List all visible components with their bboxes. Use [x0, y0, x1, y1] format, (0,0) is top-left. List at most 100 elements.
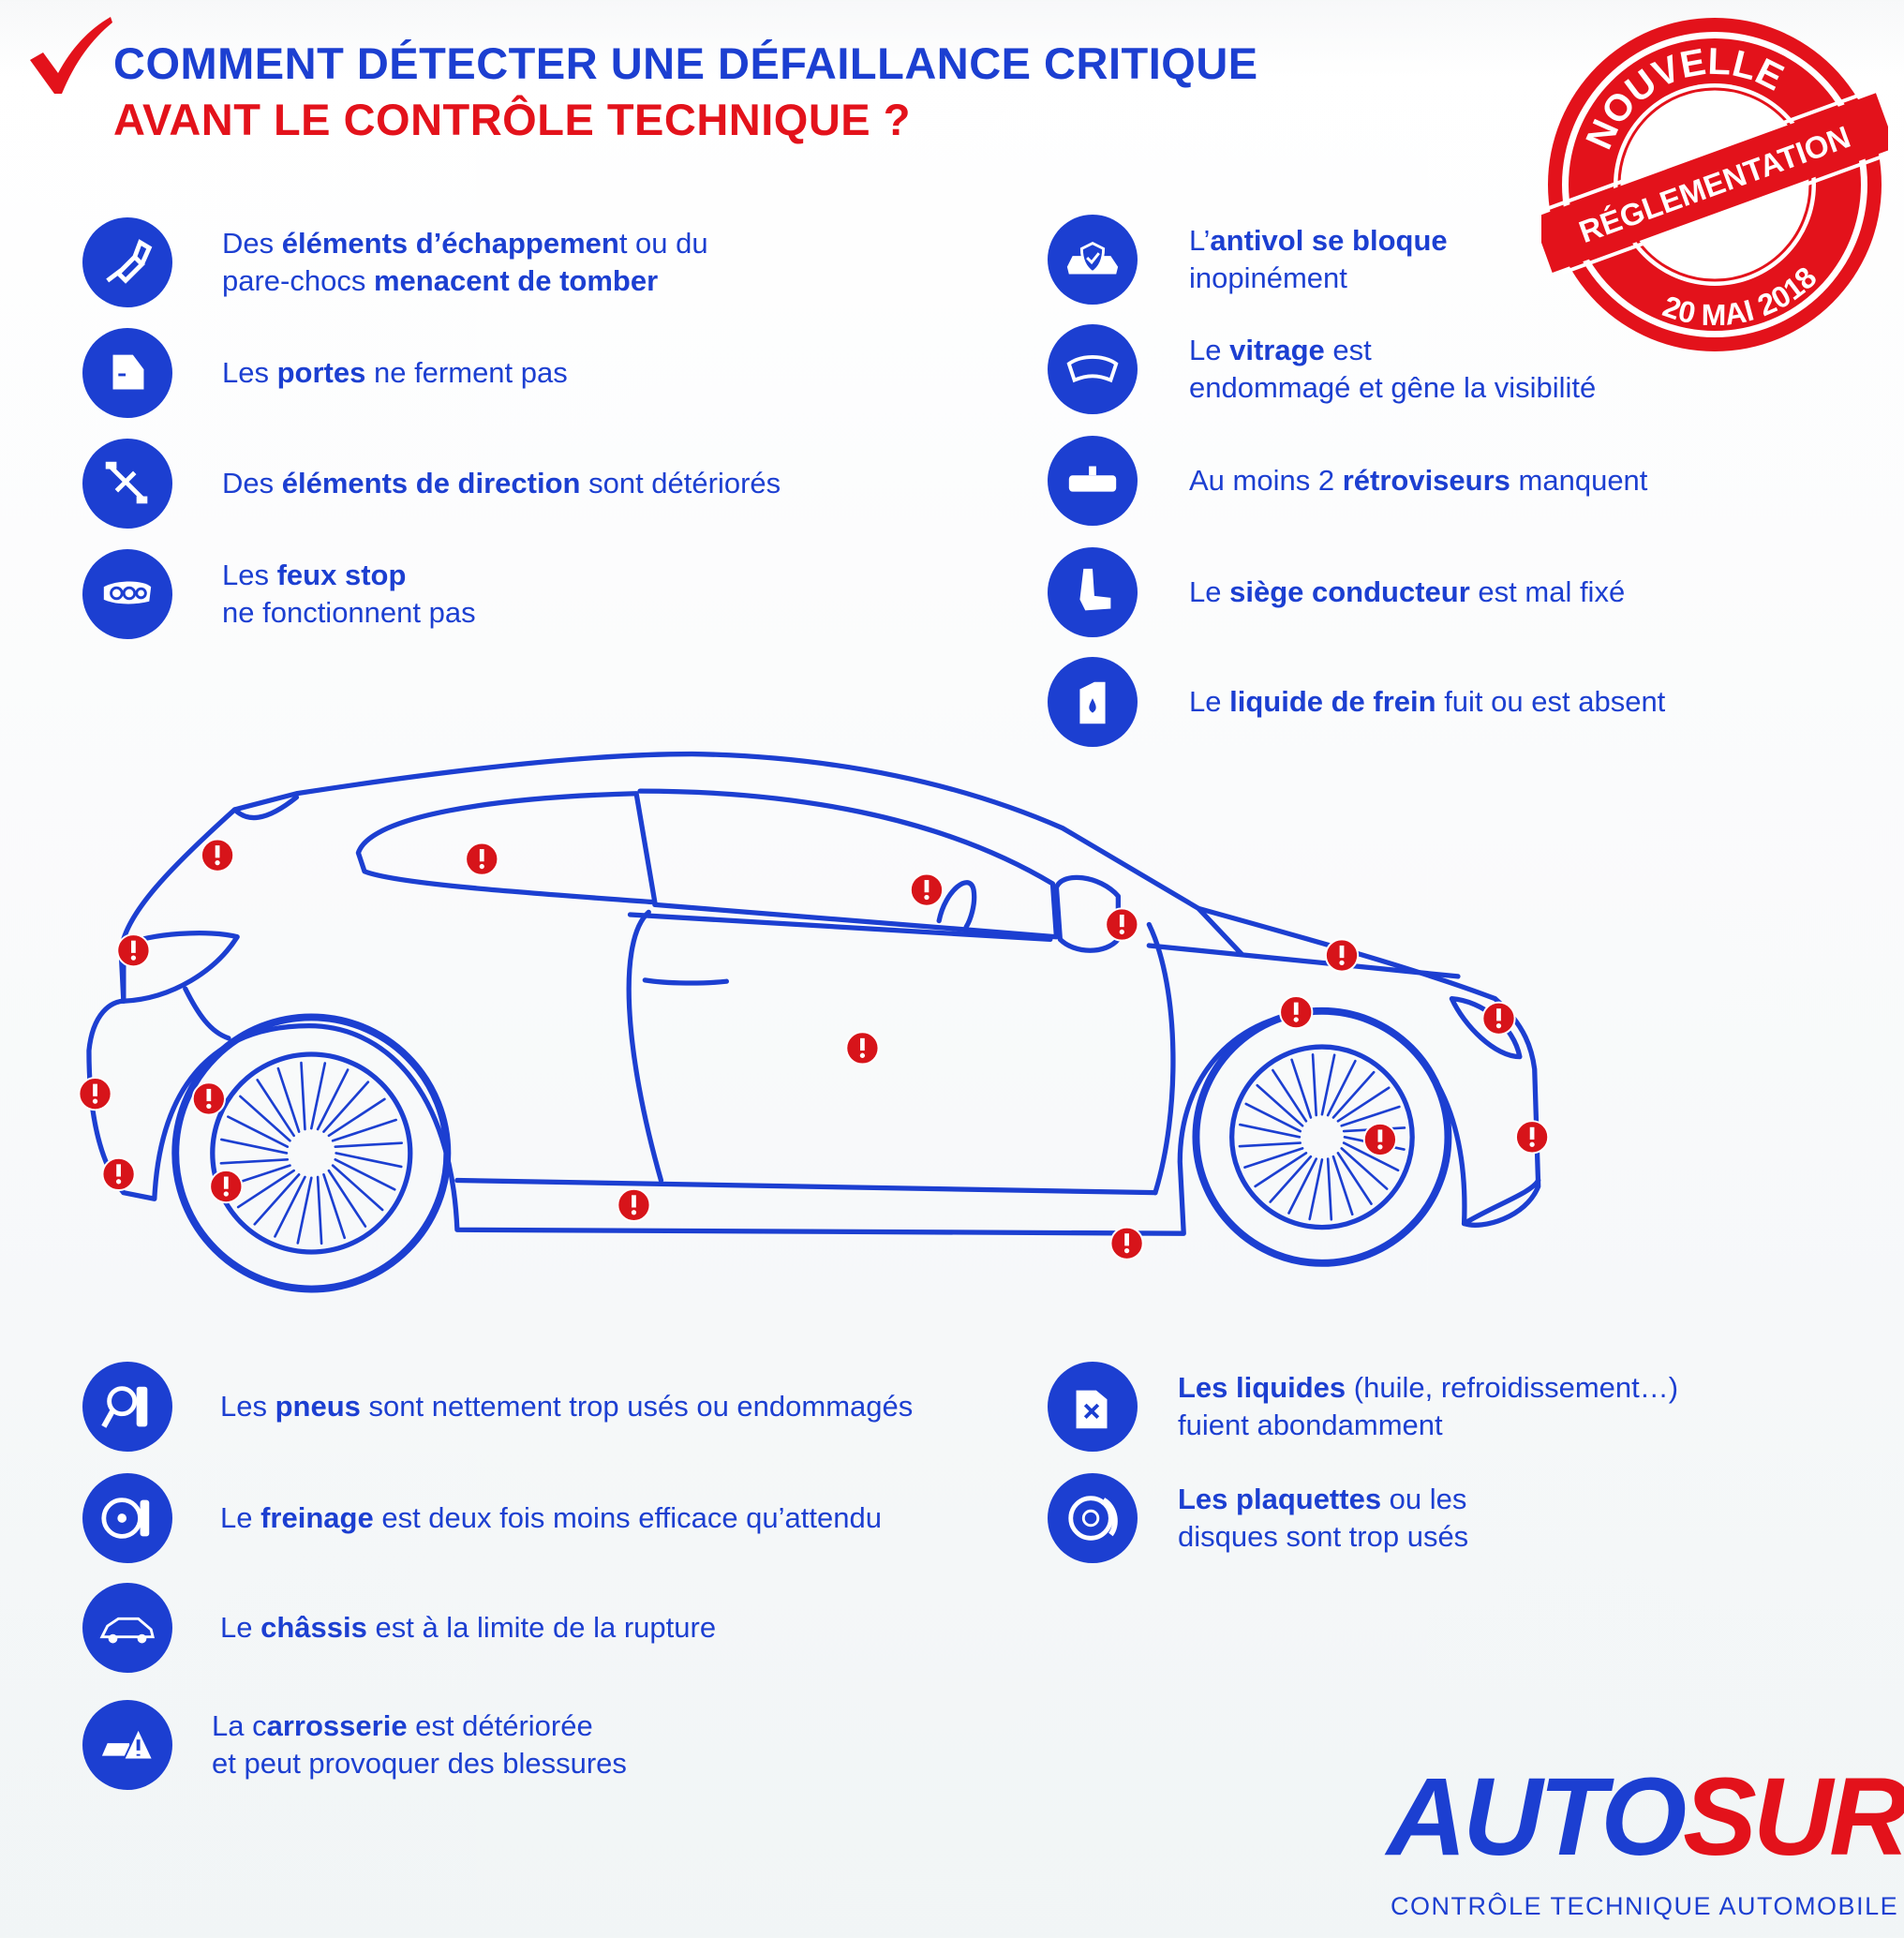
- checklist-item: Les portes ne ferment pas: [222, 354, 568, 392]
- warning-marker-icon: [1362, 1122, 1398, 1157]
- item-text-bold: rétroviseurs: [1342, 464, 1510, 497]
- item-text: Des: [222, 227, 282, 260]
- windshield-icon: [1048, 324, 1138, 414]
- item-text: inopinément: [1189, 261, 1347, 294]
- item-text-bold: Les plaquettes: [1178, 1483, 1382, 1515]
- warning-marker-icon: [465, 842, 499, 876]
- wheel-spoke: [331, 1164, 384, 1212]
- item-text: Le: [1189, 575, 1230, 608]
- warning-marker-icon: [116, 933, 151, 968]
- item-line: Des éléments d’échappement ou du: [222, 225, 708, 262]
- item-text: et peut provoquer des blessures: [212, 1747, 627, 1780]
- logo-auto: AUTO: [1387, 1755, 1687, 1879]
- wheel-spoke: [327, 1169, 367, 1228]
- title-line-1: COMMENT DÉTECTER UNE DÉFAILLANCE CRITIQU…: [113, 38, 1258, 88]
- item-text: Les: [220, 1390, 275, 1423]
- warning-marker-icon: [909, 872, 945, 907]
- item-line: endommagé et gêne la visibilité: [1189, 369, 1596, 407]
- item-text: Le: [1189, 334, 1230, 366]
- checklist-item: Des éléments de direction sont détérioré…: [222, 465, 781, 502]
- item-text: Les: [222, 559, 277, 591]
- item-line: Les portes ne ferment pas: [222, 354, 568, 392]
- wheel-spoke: [334, 1157, 396, 1191]
- wheel-spoke: [1290, 1058, 1313, 1119]
- wheel-spoke: [256, 1079, 295, 1138]
- item-text-bold: pneus: [275, 1390, 361, 1423]
- item-text: ou les: [1381, 1483, 1467, 1515]
- item-line: inopinément: [1189, 260, 1448, 297]
- warning-marker-icon: [209, 1169, 244, 1204]
- item-text: Le: [220, 1501, 261, 1534]
- warning-marker-icon: [191, 1081, 226, 1116]
- door-icon: [82, 328, 172, 418]
- wheel-spoke: [1254, 1152, 1308, 1188]
- item-text: est mal fixé: [1469, 575, 1626, 608]
- item-line: fuient abondamment: [1178, 1407, 1678, 1444]
- fluid-canister-icon: [1048, 1362, 1138, 1452]
- wheel-spoke: [331, 1118, 397, 1142]
- wheel-spoke: [227, 1115, 290, 1148]
- wheel-spoke: [1331, 1155, 1354, 1216]
- item-text-bold: freinage: [260, 1501, 374, 1534]
- item-text: ne ferment pas: [365, 356, 568, 389]
- wheel-spoke: [1256, 1083, 1304, 1127]
- brake-fluid-icon: [1048, 657, 1138, 747]
- checklist-item: Le siège conducteur est mal fixé: [1189, 574, 1625, 611]
- item-line: La carrosserie est détériorée: [212, 1707, 627, 1745]
- wheel-spoke: [225, 1164, 291, 1188]
- item-text-bold: antivol se bloque: [1210, 224, 1448, 257]
- warning-marker-icon: [1109, 1226, 1144, 1260]
- wheel-spoke: [1342, 1126, 1406, 1133]
- title-line-2: AVANT LE CONTRÔLE TECHNIQUE ?: [113, 95, 911, 144]
- item-text-bold: feux stop: [276, 559, 407, 591]
- warning-marker-icon: [1105, 907, 1139, 942]
- wheel-spoke: [1336, 1152, 1373, 1205]
- wheel-spoke: [309, 1062, 327, 1130]
- item-text-bold: siège conducteur: [1229, 575, 1470, 608]
- warning-marker-icon: [200, 838, 235, 872]
- brake-disc-icon: [1048, 1473, 1138, 1563]
- wheel-spoke: [1342, 1141, 1400, 1172]
- wheel-spoke: [239, 1095, 291, 1142]
- warning-marker-icon: [78, 1077, 112, 1111]
- logo-tagline: CONTRÔLE TECHNIQUE AUTOMOBILE: [1391, 1892, 1899, 1920]
- item-text: pare-chocs: [222, 264, 374, 297]
- item-text: endommagé et gêne la visibilité: [1189, 371, 1597, 404]
- item-line: Les plaquettes ou les: [1178, 1481, 1468, 1518]
- item-line: pare-chocs menacent de tomber: [222, 262, 708, 300]
- wheel-spoke: [1340, 1105, 1401, 1127]
- item-line: et peut provoquer des blessures: [212, 1745, 627, 1782]
- item-text-bold: Les liquides: [1178, 1371, 1346, 1404]
- brake-light-icon: [82, 549, 172, 639]
- wheel-spoke: [274, 1175, 306, 1238]
- item-line: L’antivol se bloque: [1189, 222, 1448, 260]
- wheel-spoke: [1336, 1086, 1391, 1123]
- checkmark-icon: [30, 17, 112, 94]
- wheel-spoke: [322, 1081, 370, 1133]
- car-warning-icon: [82, 1700, 172, 1790]
- item-text-bold: châssis: [260, 1611, 367, 1644]
- wheel-spoke: [1340, 1147, 1389, 1190]
- wheel-spoke: [1308, 1158, 1324, 1221]
- warning-marker-icon: [617, 1187, 651, 1222]
- item-line: ne fonctionnent pas: [222, 594, 476, 632]
- wheel-spoke: [327, 1097, 386, 1138]
- checklist-item: Le freinage est deux fois moins efficace…: [220, 1499, 882, 1537]
- checklist-item: Les pneus sont nettement trop usés ou en…: [220, 1388, 913, 1425]
- item-text: Le: [220, 1611, 261, 1644]
- item-text-bold: vitrage: [1229, 334, 1325, 366]
- wheel-spoke: [1238, 1141, 1302, 1148]
- wheel-spoke: [316, 1175, 323, 1245]
- warning-marker-icon: [1481, 1001, 1516, 1036]
- item-text: fuit ou est absent: [1435, 685, 1666, 718]
- warning-marker-icon: [101, 1156, 136, 1192]
- item-text: est détériorée: [407, 1709, 593, 1742]
- checklist-item: Le châssis est à la limite de la rupture: [220, 1609, 716, 1647]
- wheel-spoke: [1326, 1059, 1357, 1117]
- checklist-item: Le liquide de frein fuit ou est absent: [1189, 683, 1665, 721]
